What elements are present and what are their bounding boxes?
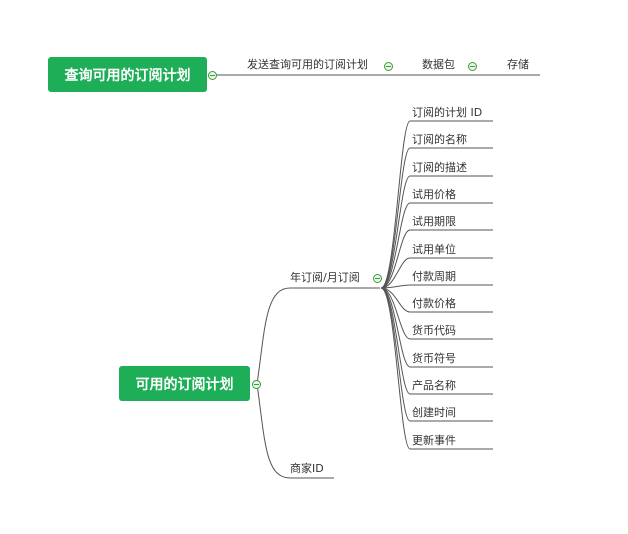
bottom-root-node[interactable]: 可用的订阅计划: [119, 366, 250, 401]
connector-to-merchant-branch: [256, 383, 334, 479]
field-connector: [380, 175, 493, 289]
field-item[interactable]: 付款价格: [412, 297, 456, 310]
minus-circle-icon[interactable]: [373, 274, 382, 283]
field-item[interactable]: 产品名称: [412, 379, 456, 392]
field-item[interactable]: 试用单位: [412, 243, 456, 256]
field-connector: [380, 257, 493, 289]
top-child-data-package[interactable]: 数据包: [422, 58, 455, 71]
field-item[interactable]: 试用价格: [412, 188, 456, 201]
field-item[interactable]: 试用期限: [412, 215, 456, 228]
field-item[interactable]: 创建时间: [412, 406, 456, 419]
field-item[interactable]: 订阅的描述: [412, 161, 467, 174]
field-item[interactable]: 更新事件: [412, 434, 456, 447]
field-item[interactable]: 订阅的计划 ID: [412, 106, 483, 119]
field-connector: [380, 202, 493, 289]
field-item[interactable]: 订阅的名称: [412, 133, 467, 146]
top-child-send-query[interactable]: 发送查询可用的订阅计划: [247, 58, 368, 71]
minus-circle-icon[interactable]: [384, 62, 393, 71]
merchant-id-branch[interactable]: 商家ID: [290, 462, 324, 475]
field-connector: [380, 229, 493, 289]
top-root-node[interactable]: 查询可用的订阅计划: [48, 57, 207, 92]
field-item[interactable]: 货币代码: [412, 324, 456, 337]
field-connector: [380, 287, 493, 340]
annual-monthly-branch[interactable]: 年订阅/月订阅: [290, 271, 360, 284]
connector-to-annual-branch: [256, 287, 380, 385]
field-connector: [380, 120, 493, 289]
field-connector: [380, 284, 493, 289]
top-child-storage[interactable]: 存储: [507, 58, 529, 71]
minus-circle-icon[interactable]: [208, 71, 217, 80]
field-item[interactable]: 付款周期: [412, 270, 456, 283]
field-connector: [380, 147, 493, 289]
field-item[interactable]: 货币符号: [412, 352, 456, 365]
minus-circle-icon[interactable]: [252, 380, 261, 389]
field-connector: [380, 287, 493, 313]
minus-circle-icon[interactable]: [468, 62, 477, 71]
field-connector: [380, 287, 493, 450]
